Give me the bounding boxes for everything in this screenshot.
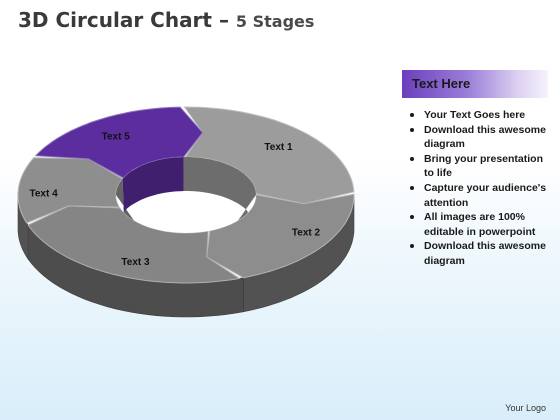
ring-tops	[17, 106, 355, 284]
stage-label-5: Text 5	[102, 132, 131, 143]
ring-inner-wall	[116, 157, 256, 233]
bullet-item: Bring your presentation to life	[410, 152, 548, 181]
bullet-item: Download this awesome diagram	[410, 123, 548, 152]
ring-segment-3	[27, 205, 241, 284]
footer-logo: Your Logo	[505, 403, 546, 413]
text-panel: Text Here Your Text Goes here Download t…	[402, 70, 548, 269]
stage-label-3: Text 3	[121, 257, 150, 268]
ring-inner-wall-4	[116, 178, 134, 221]
stage-label-1: Text 1	[264, 142, 293, 153]
stage-label-2: Text 2	[292, 228, 321, 239]
bullet-item: Capture your audience's attention	[410, 181, 547, 209]
bullet-list: Your Text Goes here Download this awesom…	[402, 108, 548, 269]
bullet-item: Your Text Goes here	[410, 108, 548, 123]
ring-inner-wall-1	[183, 157, 256, 220]
page-title: 3D Circular Chart – 5 Stages	[18, 8, 314, 32]
bullet-item: All images are 100% editable in powerpoi…	[410, 210, 548, 239]
panel-header: Text Here	[402, 70, 548, 98]
title-sub: 5 Stages	[235, 12, 315, 31]
bullet-item: Download this awesome diagram	[410, 239, 548, 268]
title-dash: –	[218, 8, 229, 32]
stage-label-4: Text 4	[30, 188, 59, 199]
ring-labels: Text 1 Text 2 Text 3 Text 4 Text 5	[30, 132, 321, 268]
title-main: 3D Circular Chart	[18, 8, 212, 32]
ring-inner-wall-5	[122, 157, 184, 213]
